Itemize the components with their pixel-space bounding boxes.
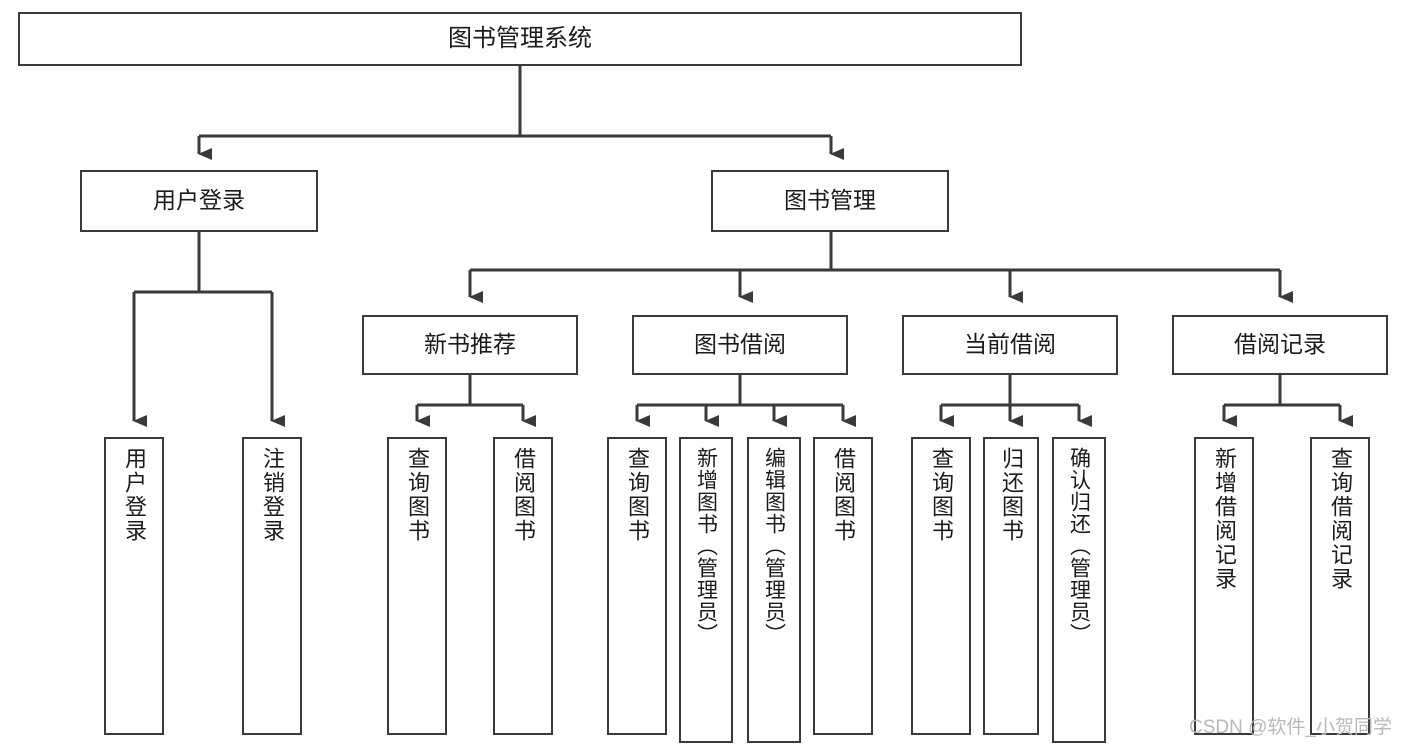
node-user-login[interactable]: 用户登录 bbox=[80, 170, 318, 232]
node-book-management-label: 图书管理 bbox=[784, 187, 876, 214]
leaf-add-borrow-record[interactable]: 新增借阅记录 bbox=[1194, 437, 1254, 735]
leaf-borrow-book-1-label: 借阅图书 bbox=[511, 447, 536, 543]
leaf-query-book-3-label: 查询图书 bbox=[929, 447, 954, 543]
node-book-borrow-label: 图书借阅 bbox=[694, 331, 786, 358]
leaf-query-book-1-label: 查询图书 bbox=[405, 447, 430, 543]
leaf-query-book-1[interactable]: 查询图书 bbox=[387, 437, 447, 735]
csdn-watermark: CSDN @软件_小贺同学 bbox=[1189, 717, 1392, 738]
leaf-query-book-3[interactable]: 查询图书 bbox=[911, 437, 971, 735]
leaf-query-book-2[interactable]: 查询图书 bbox=[607, 437, 667, 735]
leaf-return-book[interactable]: 归还图书 bbox=[983, 437, 1039, 735]
node-current-borrow-label: 当前借阅 bbox=[964, 331, 1056, 358]
leaf-query-borrow-record-label: 查询借阅记录 bbox=[1328, 447, 1353, 591]
leaf-edit-book-admin-label: 编辑图书（管理员） bbox=[762, 447, 786, 645]
leaf-query-book-2-label: 查询图书 bbox=[625, 447, 650, 543]
leaf-logout-login[interactable]: 注销登录 bbox=[242, 437, 302, 735]
leaf-add-book-admin-label: 新增图书（管理员） bbox=[694, 447, 718, 645]
node-new-book-recommend[interactable]: 新书推荐 bbox=[362, 315, 578, 375]
leaf-query-borrow-record[interactable]: 查询借阅记录 bbox=[1310, 437, 1370, 735]
node-new-book-recommend-label: 新书推荐 bbox=[424, 331, 516, 358]
leaf-logout-login-label: 注销登录 bbox=[260, 447, 285, 543]
node-borrow-record-label: 借阅记录 bbox=[1234, 331, 1326, 358]
node-root[interactable]: 图书管理系统 bbox=[18, 12, 1022, 66]
leaf-borrow-book-2[interactable]: 借阅图书 bbox=[813, 437, 873, 735]
node-user-login-label: 用户登录 bbox=[153, 187, 245, 214]
leaf-borrow-book-1[interactable]: 借阅图书 bbox=[493, 437, 553, 735]
leaf-add-book-admin[interactable]: 新增图书（管理员） bbox=[679, 437, 733, 743]
leaf-confirm-return-admin-label: 确认归还（管理员） bbox=[1067, 447, 1091, 645]
node-book-management[interactable]: 图书管理 bbox=[711, 170, 949, 232]
leaf-edit-book-admin[interactable]: 编辑图书（管理员） bbox=[747, 437, 801, 743]
leaf-user-login-label: 用户登录 bbox=[122, 447, 147, 543]
node-root-label: 图书管理系统 bbox=[448, 24, 592, 52]
leaf-return-book-label: 归还图书 bbox=[999, 447, 1024, 543]
leaf-borrow-book-2-label: 借阅图书 bbox=[831, 447, 856, 543]
leaf-confirm-return-admin[interactable]: 确认归还（管理员） bbox=[1052, 437, 1106, 743]
node-current-borrow[interactable]: 当前借阅 bbox=[902, 315, 1118, 375]
leaf-add-borrow-record-label: 新增借阅记录 bbox=[1212, 447, 1237, 591]
node-borrow-record[interactable]: 借阅记录 bbox=[1172, 315, 1388, 375]
leaf-user-login[interactable]: 用户登录 bbox=[104, 437, 164, 735]
node-book-borrow[interactable]: 图书借阅 bbox=[632, 315, 848, 375]
